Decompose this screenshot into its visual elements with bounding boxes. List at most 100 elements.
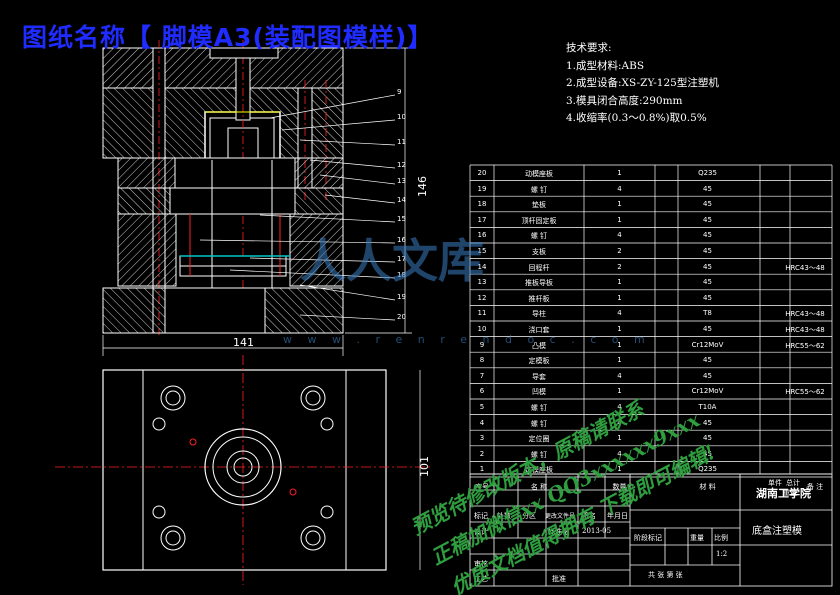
sheets-label: 共 张 第 张 [648,571,683,579]
bom-note: HRC43～48 [785,263,825,272]
drawing-name: 底盒注塑模 [752,526,802,537]
bom-material: 45 [703,293,712,302]
bom-no: 8 [479,356,485,365]
bom-header-name: 名 称 [530,483,548,491]
bom-name: 顶杆固定板 [521,216,557,225]
bom-material: 45 [703,262,712,271]
bom-no: 15 [477,247,487,255]
tech-heading: 技术要求: [566,42,612,54]
bom-material: 45 [703,200,712,209]
count-label: 处数 [497,512,511,520]
tech-item: 1.成型材料:ABS [566,59,645,72]
bom-no: 19 [477,184,487,193]
checker-label: 审核 [474,560,488,568]
bom-qty: 1 [617,215,622,224]
dimension-plan-height: 101 [418,456,431,477]
bom-no: 14 [477,262,487,271]
bom-name: 推板导板 [525,279,553,288]
bom-material: 45 [703,231,712,240]
section-view [102,40,412,356]
bom-qty: 1 [617,465,622,474]
bom-qty: 1 [617,340,622,349]
bom-name: 浇口套 [528,326,550,334]
bom-material: 45 [703,325,712,333]
bom-header-no: 序号 [475,483,489,491]
bom-qty: 1 [617,325,622,333]
doc-no-label: 更改文件号 [545,513,576,520]
bom-table [469,164,833,478]
bom-header-qty: 数量 [612,483,627,491]
bom-qty: 1 [617,278,622,287]
bom-no: 16 [477,231,487,240]
title-block [469,473,833,587]
bom-name: 凸模 [532,341,546,350]
bom-no: 7 [479,371,485,380]
part-number: 13 [397,177,406,185]
bom-qty: 1 [617,387,622,396]
watermark-logo: 人人文库 [300,234,484,288]
bom-material: 45 [703,449,712,458]
bom-material: 45 [703,278,712,287]
bom-material: Q235 [698,465,717,474]
bom-no: 6 [479,387,485,396]
tech-item: 4.收缩率(0.3～0.8%)取0.5% [566,112,707,124]
zone-label: 分区 [522,512,536,520]
bom-name: 垫板 [532,201,546,210]
ratio-label: 比例 [714,534,728,542]
signature-label: 签名 [582,512,596,520]
bom-note: HRC55～62 [785,388,825,397]
designer-label: 设计 [474,528,488,536]
scale-value: 1:2 [716,550,728,558]
part-number: 15 [397,215,406,223]
bom-qty: 2 [617,247,622,255]
bom-name: 凹模 [532,388,546,397]
bom-note: HRC43～48 [785,326,825,334]
bom-material: 45 [703,215,712,224]
bom-no: 2 [479,449,485,458]
bom-no: 20 [477,169,487,177]
bom-name: 导柱 [532,310,546,319]
bom-material: Q235 [698,169,717,177]
bom-name: 定位圈 [528,435,550,444]
part-number: 14 [397,196,406,204]
bom-name: 回程杆 [528,263,550,272]
plan-view [55,355,430,585]
bom-material: 45 [703,418,712,427]
bom-header-note: 备 注 [806,483,824,491]
marks-label: 标记 [474,512,488,520]
bom-name: 定模板 [528,357,550,366]
bom-qty: 4 [617,231,622,240]
approve-label: 批准 [552,575,566,583]
part-number: 12 [397,161,406,169]
bom-no: 17 [477,215,487,224]
bom-qty: 1 [617,356,622,365]
bom-name: 动模座板 [525,170,553,178]
dimension-height: 146 [416,176,429,197]
bom-material: 45 [703,371,712,380]
bom-name: 螺 钉 [530,232,548,241]
bom-header-single: 单件 [768,479,782,487]
standardize-label: 标准化 [548,528,569,536]
date-value: 2013-05 [582,527,612,535]
technical-requirements: 技术要求: 1.成型材料:ABS 2.成型设备:XS-ZY-125型注塑机 3.… [566,40,719,128]
dimension-width: 141 [233,336,254,349]
school-name: 湖南工学院 [756,487,811,500]
bom-qty: 4 [617,418,622,427]
bom-qty: 2 [617,262,622,271]
stage-label: 阶段标记 [634,534,662,542]
bom-no: 13 [477,278,487,287]
part-number: 16 [397,236,406,244]
drawing-title: 图纸名称【 脚模A3(装配图模样)】 [22,23,434,52]
bom-no: 3 [479,434,485,443]
watermark-url: w w w . r e n r e n d o c . c o m [283,333,651,346]
bom-material: 45 [703,247,712,255]
bom-no: 12 [477,293,487,302]
bom-name: 螺 钉 [530,419,548,428]
weight-label: 重量 [690,534,704,542]
bom-note: HRC55～62 [785,341,825,350]
bom-name: 定模座板 [525,466,553,475]
bom-material: 45 [703,356,712,365]
bom-no: 9 [479,340,485,349]
